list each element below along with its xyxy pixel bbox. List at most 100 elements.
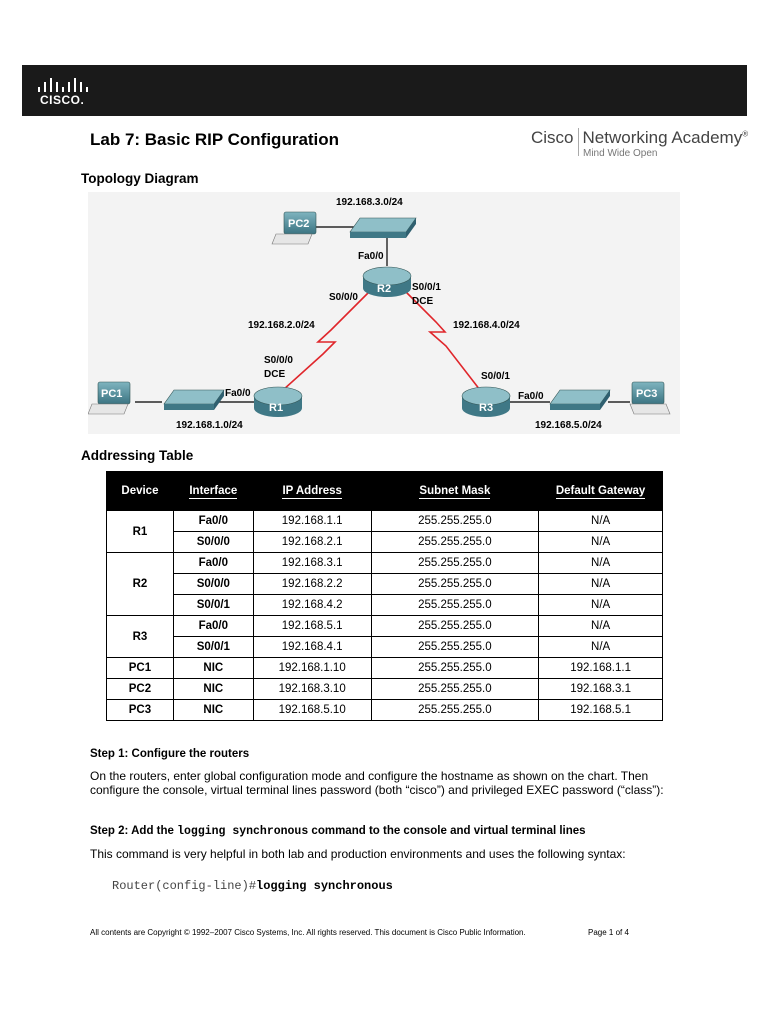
net-top-label: 192.168.3.0/24 [336,197,403,208]
cell-ip: 192.168.5.10 [252,699,372,721]
command-example: Router(config-line)#logging synchronous [112,879,393,893]
cell-device: PC2 [106,678,174,700]
cell-interface: S0/0/0 [172,573,254,595]
cell-gateway: N/A [538,552,663,574]
cell-device: R3 [106,615,174,658]
serial-link-r2-r3 [403,289,481,391]
r1-fa-label: Fa0/0 [225,388,251,399]
cell-mask: 255.255.255.0 [370,657,540,679]
command-text: logging synchronous [256,879,393,893]
cell-gateway: N/A [538,573,663,595]
cell-gateway: N/A [538,510,663,532]
step1-title: Step 1: Configure the routers [90,748,250,760]
cell-interface: NIC [172,657,254,679]
net-br-label: 192.168.5.0/24 [535,420,602,431]
command-prompt: Router(config-line)# [112,879,257,893]
cell-gateway: N/A [538,615,663,637]
cell-interface: S0/0/0 [172,531,254,553]
academy-tagline: Mind Wide Open [583,148,658,159]
step2-code: logging synchronous [177,825,309,838]
cell-interface: Fa0/0 [172,615,254,637]
r2-label: R2 [377,283,391,295]
cisco-logo: CISCO. [38,76,98,108]
step2-title: Step 2: Add the logging synchronous comm… [90,825,586,838]
pc2-label: PC2 [288,218,309,230]
cell-device: PC3 [106,699,174,721]
cell-mask: 255.255.255.0 [370,699,540,721]
cell-mask: 255.255.255.0 [370,615,540,637]
academy-cisco: Cisco [531,128,574,147]
topology-diagram: PC2 R2 R1 R3 PC1 [88,192,680,434]
cell-interface: Fa0/0 [172,552,254,574]
cell-interface: NIC [172,699,254,721]
r2-s000-label: S0/0/0 [329,292,358,303]
serial-link-r1-r2 [282,289,372,391]
router-r2-icon: R2 [362,266,412,297]
step1-body: On the routers, enter global configurati… [90,769,664,797]
cell-mask: 255.255.255.0 [370,573,540,595]
cell-interface: Fa0/0 [172,510,254,532]
cell-gateway: N/A [538,531,663,553]
r1-dce-label: DCE [264,369,285,380]
cell-ip: 192.168.3.10 [252,678,372,700]
cell-mask: 255.255.255.0 [370,594,540,616]
academy-logo: Cisco Networking Academy® Mind Wide Open [531,128,749,159]
switch-right-icon [549,389,611,410]
r2-s001-label: S0/0/1 [412,282,441,293]
col-device: Device [106,471,174,511]
cell-ip: 192.168.3.1 [252,552,372,574]
pc1-label: PC1 [101,388,122,400]
cell-ip: 192.168.4.2 [252,594,372,616]
cell-device: R2 [106,552,174,616]
footer-copyright: All contents are Copyright © 1992–2007 C… [90,928,526,937]
cell-gateway: 192.168.3.1 [538,678,663,700]
switch-top-icon [349,217,417,238]
r1-label: R1 [269,402,283,414]
cell-mask: 255.255.255.0 [370,510,540,532]
cell-ip: 192.168.2.1 [252,531,372,553]
topology-heading: Topology Diagram [81,171,199,186]
cell-device: PC1 [106,657,174,679]
cell-gateway: 192.168.5.1 [538,699,663,721]
r1-s000-label: S0/0/0 [264,355,293,366]
r3-label: R3 [479,402,493,414]
cell-gateway: N/A [538,594,663,616]
cell-ip: 192.168.5.1 [252,615,372,637]
step2-body: This command is very helpful in both lab… [90,847,626,861]
pc1-icon: PC1 [88,381,131,415]
academy-name: Networking Academy [582,128,743,147]
cisco-bridge-icon [38,76,98,92]
table-header-row: Device Interface IP Address Subnet Mask … [106,471,663,511]
r3-s001-label: S0/0/1 [481,371,510,382]
cell-mask: 255.255.255.0 [370,552,540,574]
pc3-icon: PC3 [629,381,671,415]
cell-mask: 255.255.255.0 [370,636,540,658]
net-left-label: 192.168.2.0/24 [248,320,315,331]
academy-reg: ® [742,129,749,139]
cell-ip: 192.168.1.1 [252,510,372,532]
net-right-label: 192.168.4.0/24 [453,320,520,331]
footer-page-number: Page 1 of 4 [588,928,629,937]
r2-dce-label: DCE [412,296,433,307]
col-mask: Subnet Mask [370,471,540,511]
topology-svg: PC2 R2 R1 R3 PC1 [88,197,671,431]
cell-interface: NIC [172,678,254,700]
cell-ip: 192.168.2.2 [252,573,372,595]
r2-fa-label: Fa0/0 [358,251,384,262]
cell-interface: S0/0/1 [172,636,254,658]
cell-gateway: N/A [538,636,663,658]
cell-interface: S0/0/1 [172,594,254,616]
cell-gateway: 192.168.1.1 [538,657,663,679]
pc2-icon: PC2 [271,211,317,245]
header-banner [22,65,747,116]
router-r3-icon: R3 [461,386,511,417]
col-interface: Interface [172,471,254,511]
